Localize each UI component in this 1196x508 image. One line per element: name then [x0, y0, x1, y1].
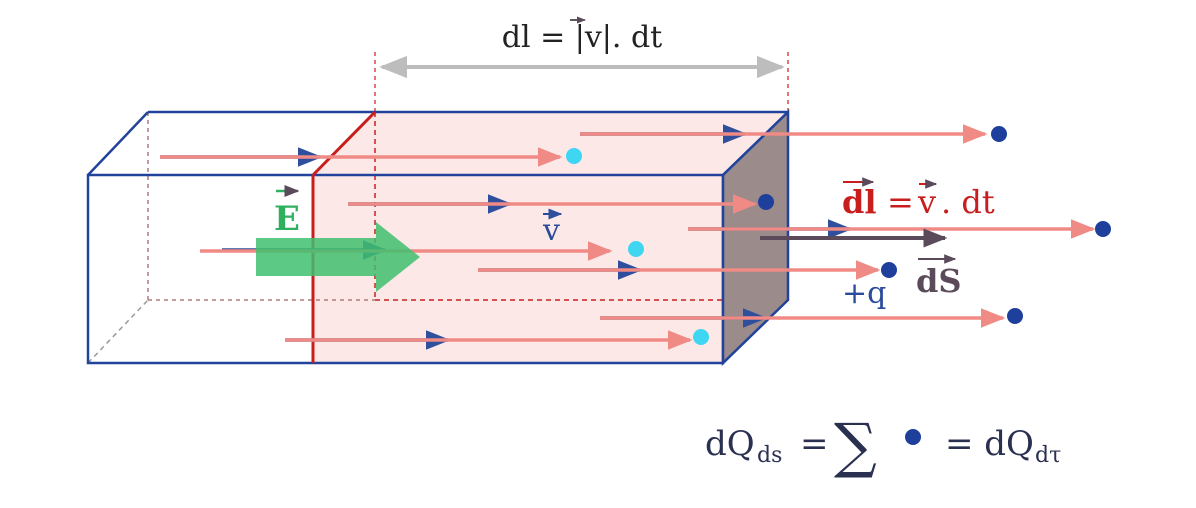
particle-crossed — [991, 126, 1007, 142]
dl-vector-formula-rest: . dt — [941, 183, 995, 221]
sum-formula-sum: ∑ — [834, 411, 877, 481]
sum-formula-particle — [905, 429, 921, 445]
dl-vector-formula-dl: dl — [842, 183, 877, 221]
dl-vector-formula-v: v — [917, 183, 936, 221]
charge-label: +q — [842, 276, 886, 311]
particle-crossed — [1095, 221, 1111, 237]
velocity-label: v — [542, 213, 560, 248]
sum-formula-left: dQ — [705, 424, 755, 464]
sum-formula-eq1: = — [800, 424, 829, 464]
sum-formula: dQ ds = ∑ = dQ dτ — [705, 411, 1061, 481]
dl-vector-formula-eq: = — [887, 183, 914, 221]
sum-formula-right-sub: dτ — [1035, 443, 1061, 468]
particles — [566, 126, 1111, 345]
efield-arrow — [256, 222, 420, 292]
particle-crossed — [1007, 308, 1023, 324]
particle-crossed — [758, 194, 774, 210]
top-dimension-label: dl = |v|. dt — [502, 20, 663, 55]
dimension-guides — [374, 52, 789, 112]
dl-vector-formula: dl = v . dt — [842, 183, 995, 221]
ds-label: dS — [916, 262, 961, 300]
particle-inside — [693, 329, 709, 345]
sum-formula-left-sub: ds — [757, 443, 782, 468]
sum-formula-eq2: = dQ — [945, 424, 1034, 464]
particle-inside — [628, 241, 644, 257]
particle-inside — [566, 148, 582, 164]
efield-label: E — [274, 199, 300, 239]
particle-crossed — [881, 262, 897, 278]
